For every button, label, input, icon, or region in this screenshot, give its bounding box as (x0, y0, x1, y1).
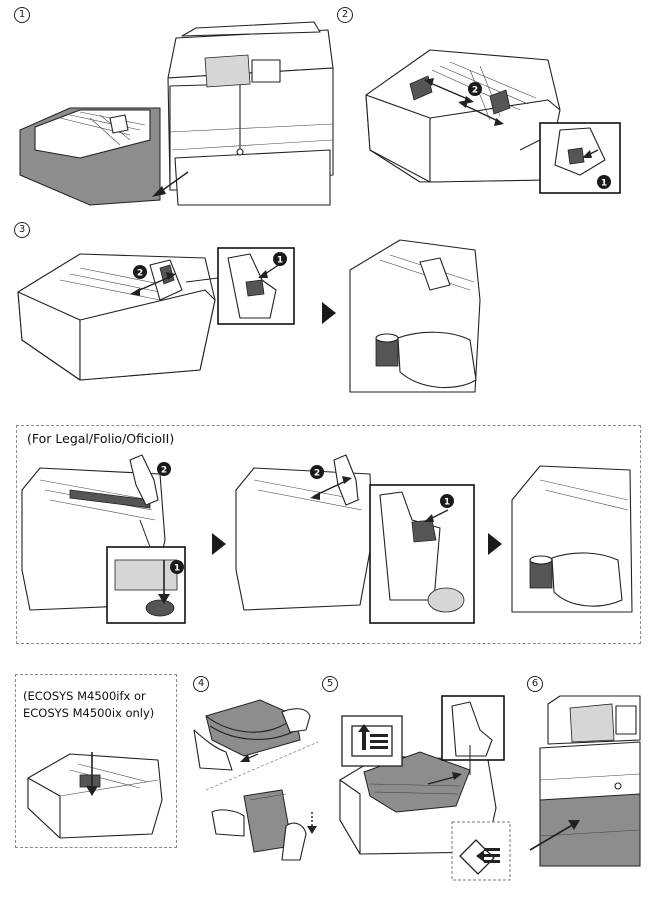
tray-drawing (19, 107, 161, 206)
legal-panel-1 (21, 454, 186, 624)
triangle-right-icon (488, 533, 502, 555)
paper-load-direction-icon (351, 724, 393, 757)
callout-1-badge: 1 (273, 252, 287, 266)
step-2-number: 2 (337, 7, 353, 23)
legal-panel-3 (511, 465, 633, 613)
legal-panel-2 (235, 454, 475, 624)
callout-1-text: 1 (277, 256, 283, 266)
callout-2-badge: 2 (157, 462, 171, 476)
step-6-number: 6 (527, 676, 543, 692)
legal-size-box (16, 425, 641, 644)
callout-1-badge: 1 (440, 494, 454, 508)
callout-2-text: 2 (472, 86, 478, 96)
printer-front-drawing (539, 695, 641, 867)
paper-fan-drawing (193, 699, 311, 771)
callout-1-text: 1 (444, 498, 450, 508)
step-5-number: 5 (322, 676, 338, 692)
callout-1-badge: 1 (170, 560, 184, 574)
triangle-right-icon (322, 302, 336, 324)
callout-2-text: 2 (314, 469, 320, 479)
paper-tap-drawing (211, 789, 317, 861)
callout-2-text: 2 (161, 466, 167, 476)
ecosys-model-line-2: ECOSYS M4500ix only) (23, 706, 155, 720)
callout-2-text: 2 (137, 269, 143, 279)
callout-2-badge: 2 (310, 465, 324, 479)
ecosys-model-line-1: (ECOSYS M4500ifx or (23, 689, 146, 703)
step-3-number: 3 (14, 222, 30, 238)
legal-size-title: (For Legal/Folio/OficioII) (27, 431, 175, 446)
ecosys-model-box (15, 674, 177, 848)
callout-2-badge: 2 (133, 265, 147, 279)
triangle-right-icon (212, 533, 226, 555)
tray-guide-drawing (17, 253, 216, 381)
callout-1-badge: 1 (597, 175, 611, 189)
tray-knob-drawing (349, 239, 481, 393)
paper-orientation-icon (459, 839, 500, 875)
step-1-number: 1 (14, 7, 30, 23)
callout-1-text: 1 (174, 564, 180, 574)
tray-open-drawing (365, 49, 561, 183)
callout-1-text: 1 (601, 179, 607, 189)
step-4-number: 4 (193, 676, 209, 692)
callout-2-badge: 2 (468, 82, 482, 96)
printer-drawing (167, 21, 334, 206)
tray-load-drawing (339, 751, 497, 855)
